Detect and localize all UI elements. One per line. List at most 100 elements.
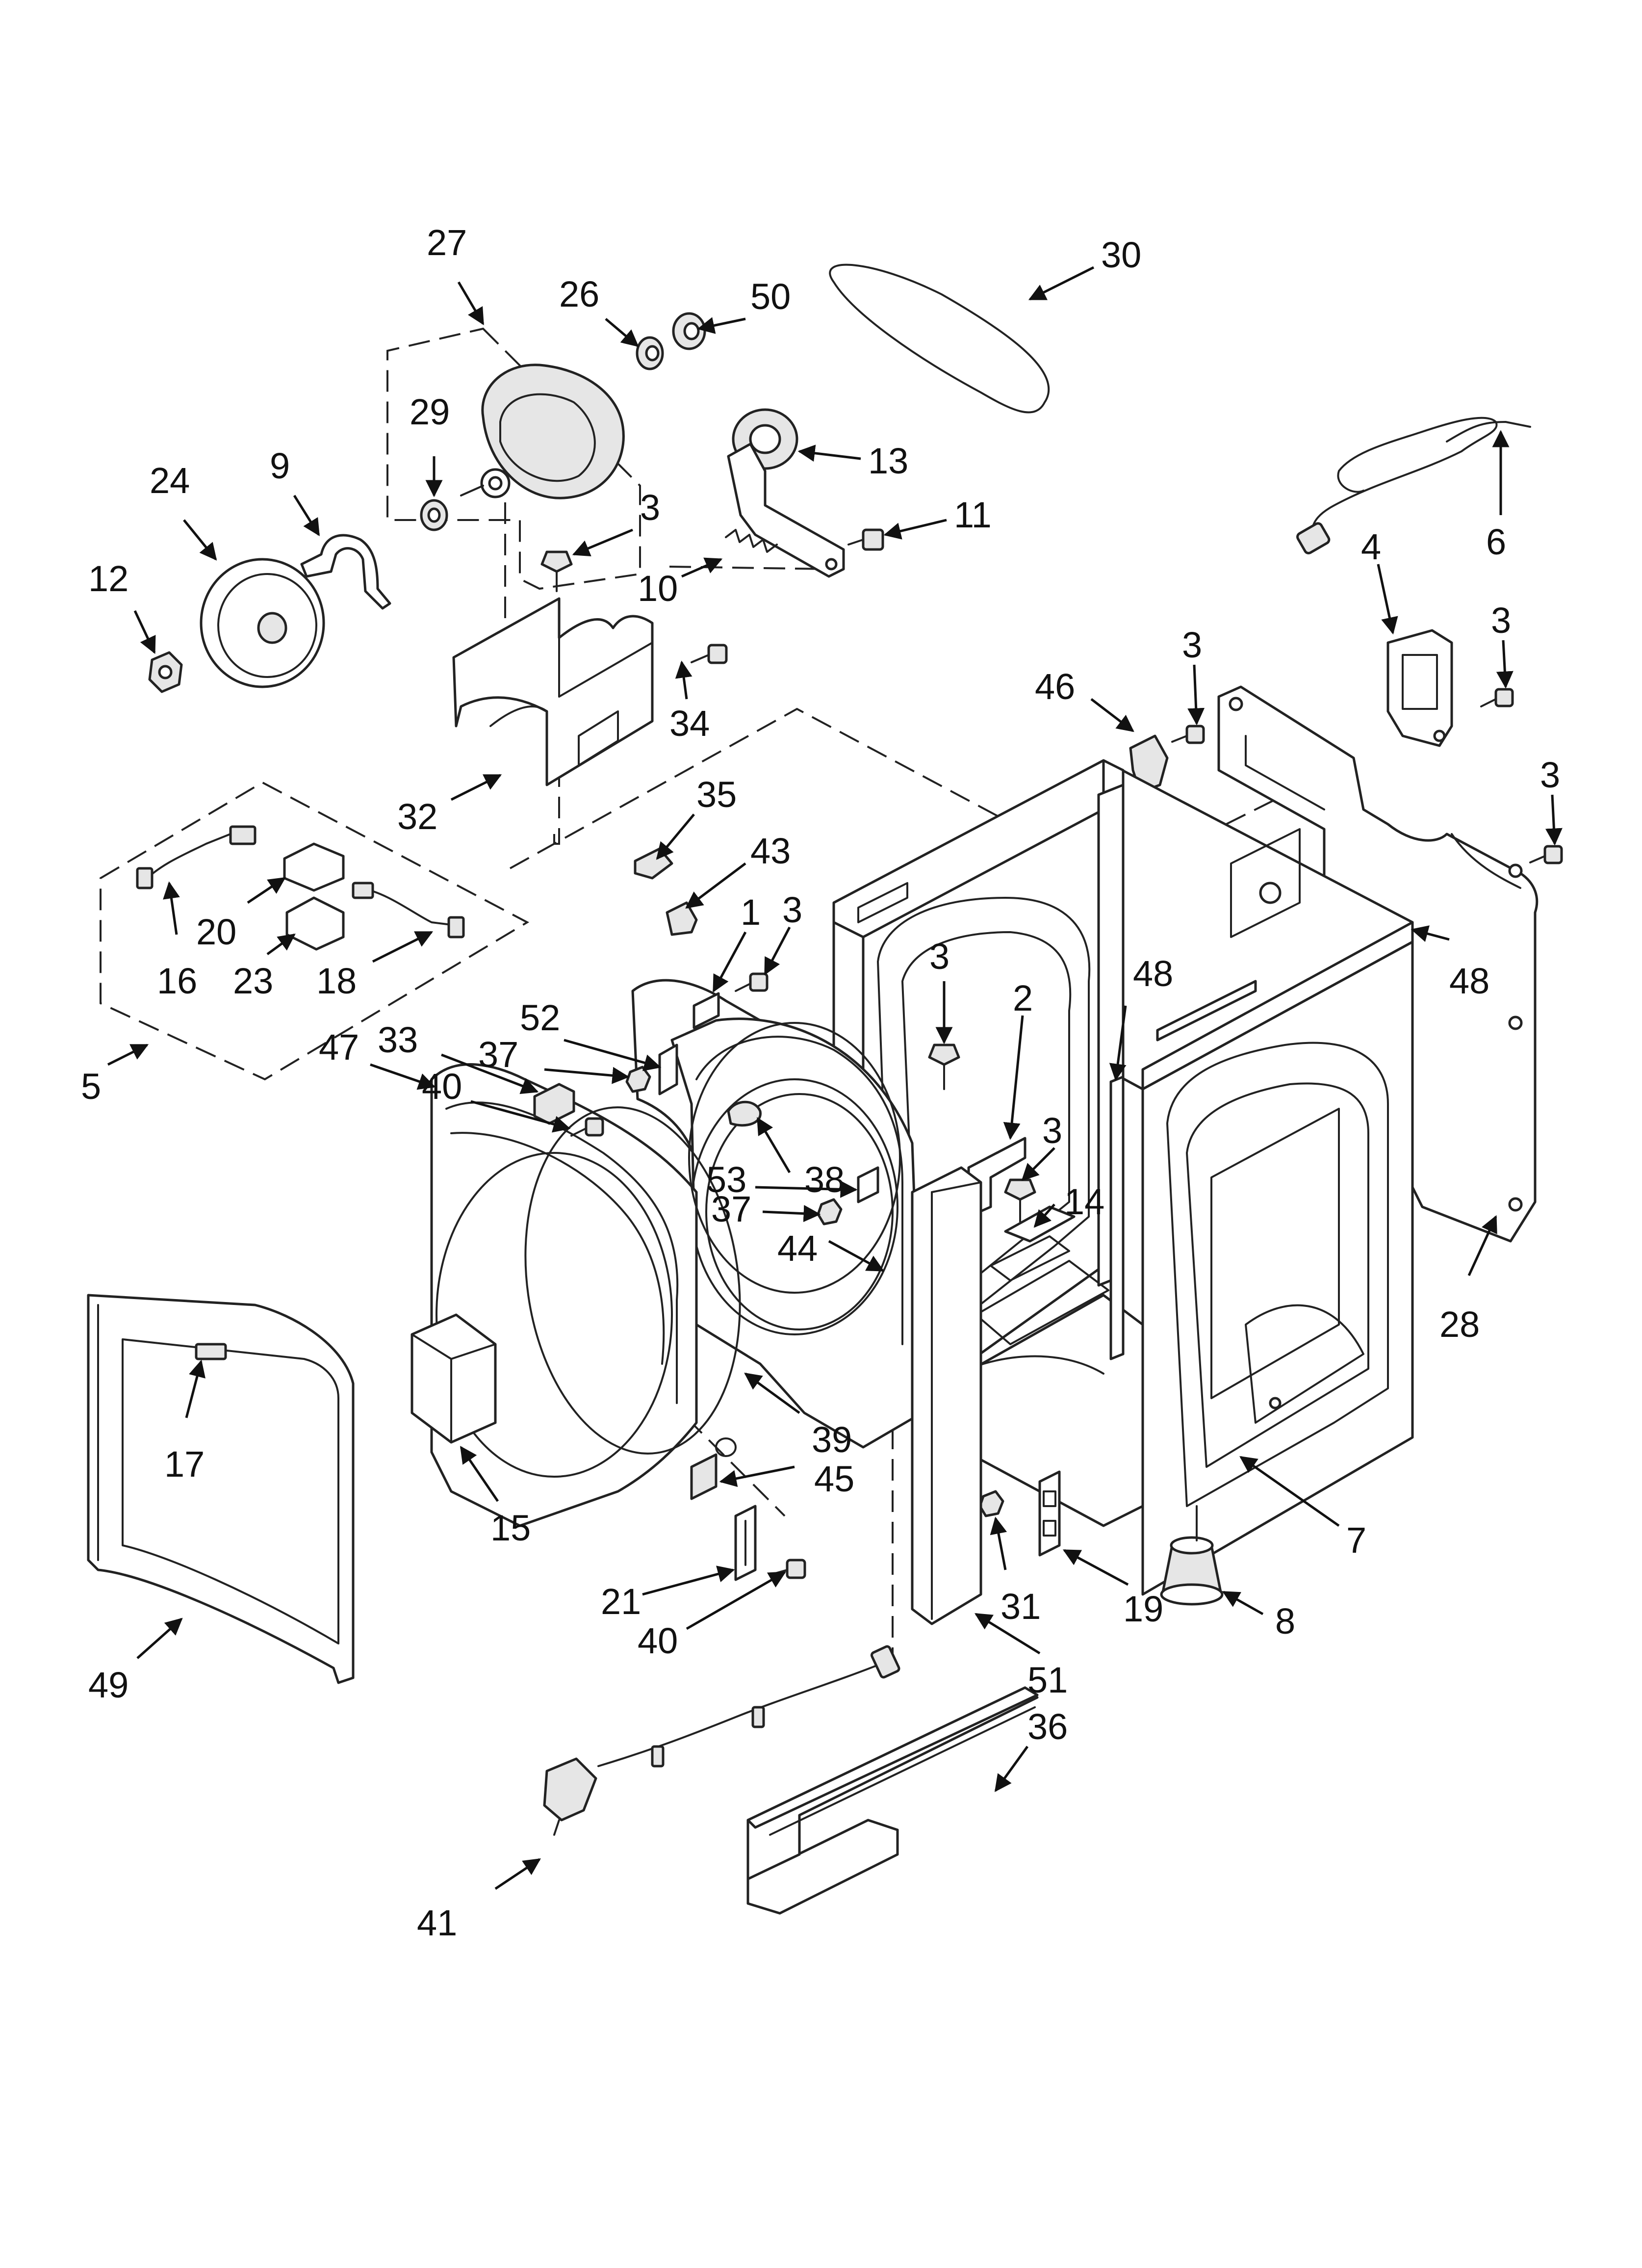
leader-48-left: [1109, 1005, 1127, 1081]
callout-32: 32: [397, 796, 437, 837]
callout-39: 39: [812, 1419, 852, 1460]
motor-assembly-group-outline: [386, 327, 641, 590]
leader-49: [136, 1617, 183, 1659]
bracket-23: [285, 896, 345, 951]
callout-3-1: 3: [782, 889, 802, 930]
callout-labels: 27 26 50 30 29 24 9 13 3 11 12 10 6 4 3 …: [81, 222, 1560, 1943]
screw-motor-mount: [540, 550, 573, 592]
callout-24: 24: [150, 460, 190, 501]
callout-34: 34: [669, 703, 710, 744]
base-panel: [746, 1686, 1039, 1915]
screw-46: [1171, 725, 1205, 744]
leader-36: [994, 1746, 1029, 1792]
screw-34: [691, 644, 728, 664]
leader-2: [1003, 1015, 1024, 1140]
leader-13: [797, 444, 861, 462]
callout-17: 17: [164, 1444, 205, 1485]
leader-15: [460, 1446, 499, 1502]
callout-38: 38: [804, 1159, 845, 1200]
front-post: [911, 1166, 982, 1625]
motor-pulley: [420, 499, 448, 531]
leader-46: [1090, 698, 1134, 732]
leader-50: [697, 317, 746, 334]
callout-45: 45: [814, 1459, 854, 1499]
callout-20: 20: [196, 912, 236, 952]
callout-41: 41: [417, 1903, 457, 1943]
leader-26: [605, 318, 639, 347]
drum-seal: [524, 1106, 741, 1455]
leader-3-right-b: [1545, 794, 1563, 846]
clip-43: [666, 901, 698, 936]
leader-44: [828, 1240, 885, 1272]
callout-44: 44: [777, 1228, 818, 1269]
callout-10: 10: [638, 568, 678, 609]
callout-30: 30: [1101, 235, 1141, 275]
clip-53: [857, 1166, 879, 1203]
callout-29: 29: [410, 391, 450, 432]
callout-37-upper: 37: [478, 1034, 518, 1075]
leader-40-upper: [470, 1100, 571, 1133]
callout-3-2: 3: [929, 936, 949, 977]
leader-41: [494, 1858, 541, 1890]
leader-3-46: [1187, 664, 1205, 726]
leader-24: [183, 519, 217, 561]
leader-27: [457, 281, 485, 326]
leader-48-right: [1411, 925, 1450, 942]
leader-lines: [107, 266, 1563, 1890]
leader-23: [266, 933, 296, 956]
leader-43: [685, 862, 746, 909]
clip-35: [634, 847, 673, 880]
idler-pulley-assembly: [727, 408, 845, 578]
leader-53: [755, 1180, 858, 1198]
leader-12: [133, 610, 156, 654]
drive-belt: [829, 263, 1050, 414]
power-cord: [1296, 417, 1531, 554]
callout-3-46: 3: [1182, 625, 1202, 665]
leader-39: [744, 1372, 800, 1414]
callout-7: 7: [1346, 1520, 1366, 1561]
leader-35: [656, 813, 695, 860]
callout-31: 31: [1001, 1586, 1041, 1627]
leveling-leg: [1160, 1505, 1224, 1606]
callout-18: 18: [316, 961, 357, 1001]
leader-31: [990, 1516, 1007, 1570]
callout-3-right-a: 3: [1491, 600, 1511, 641]
wire-harness-41: [543, 1645, 900, 1836]
callout-12: 12: [88, 558, 128, 599]
callout-8: 8: [1275, 1601, 1295, 1642]
screw-37-upper: [625, 1066, 651, 1093]
callout-5: 5: [81, 1066, 101, 1107]
drive-motor: [460, 364, 625, 499]
leader-17: [185, 1359, 205, 1418]
front-seal-44: [688, 1022, 901, 1294]
strike-plate-19: [1038, 1470, 1061, 1557]
callout-3-right-b: 3: [1540, 755, 1560, 795]
leader-28: [1467, 1215, 1497, 1277]
wire-harness-18: [352, 882, 465, 938]
leader-8: [1222, 1590, 1264, 1616]
hinge-plate-21: [734, 1505, 757, 1581]
bracket-1: [693, 992, 720, 1029]
screw-40-lower: [769, 1559, 806, 1579]
callout-53: 53: [706, 1159, 746, 1200]
screw-40-upper: [570, 1117, 604, 1137]
callout-52: 52: [520, 997, 560, 1038]
leader-3-motor: [572, 528, 633, 557]
leader-47: [370, 1063, 436, 1090]
idler-bolt: [847, 528, 884, 551]
callout-21: 21: [601, 1581, 641, 1622]
screw-near-bracket: [928, 1043, 960, 1090]
felt-pad-38: [727, 1100, 762, 1127]
bracket-52: [658, 1043, 678, 1095]
leader-19: [1062, 1549, 1129, 1586]
callout-51: 51: [1027, 1660, 1068, 1700]
leader-34: [675, 660, 693, 700]
callout-4: 4: [1361, 526, 1381, 567]
leader-32: [450, 774, 502, 801]
wire-harness-16: [136, 825, 257, 889]
callout-16: 16: [157, 961, 197, 1001]
motor-clamp: [300, 534, 391, 610]
leader-18: [372, 931, 434, 963]
harness-kit-group-outline: [100, 781, 530, 1081]
